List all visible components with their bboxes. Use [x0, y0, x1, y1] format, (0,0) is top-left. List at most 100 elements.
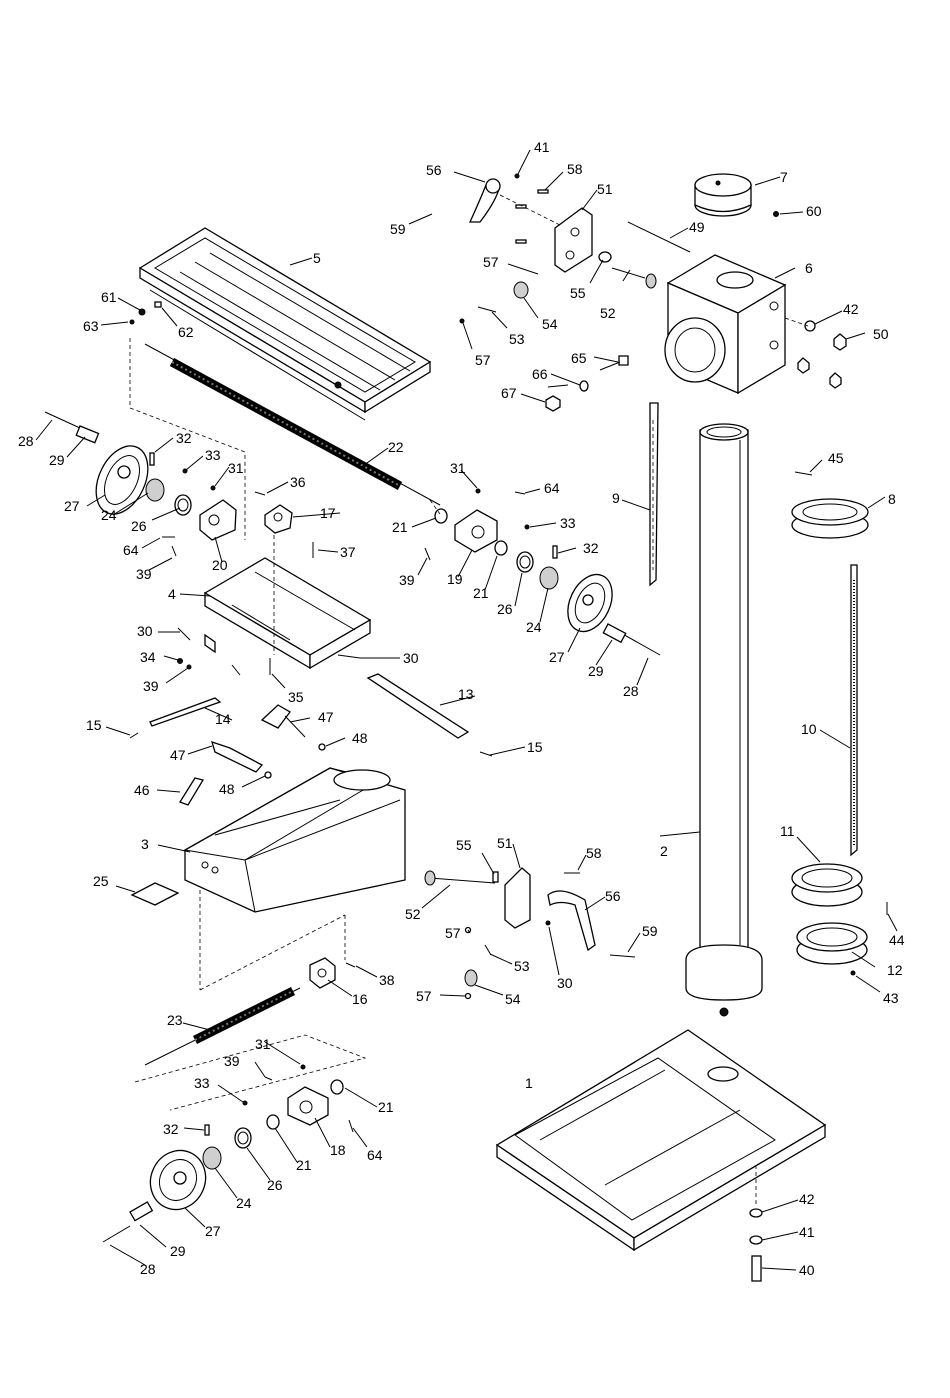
callout-36: 36	[290, 474, 306, 490]
callout-21-upper-right: 21	[473, 585, 489, 601]
alignment-lines	[129, 194, 809, 1205]
callout-24-left: 24	[101, 507, 117, 523]
callout-57-mid: 57	[475, 352, 491, 368]
callout-59-bottom: 59	[642, 923, 658, 939]
part-27-handwheel-bottom	[149, 1149, 207, 1211]
callout-3: 3	[141, 836, 149, 852]
callout-26-bottom: 26	[267, 1177, 283, 1193]
callout-19: 19	[447, 571, 463, 587]
callout-22: 22	[388, 439, 404, 455]
callout-58-top: 58	[567, 161, 583, 177]
callout-39-left-lower: 39	[143, 678, 159, 694]
part-27-handwheel-left	[95, 445, 149, 515]
callout-41-bottom: 41	[799, 1224, 815, 1240]
callout-1: 1	[525, 1075, 533, 1091]
callout-37: 37	[340, 544, 356, 560]
callout-13: 13	[458, 686, 474, 702]
callout-39-bottom: 39	[224, 1053, 240, 1069]
part-17-bracket	[264, 504, 293, 534]
callout-44: 44	[889, 932, 905, 948]
callout-33-left: 33	[205, 447, 221, 463]
callout-39-right: 39	[399, 572, 415, 588]
callout-26-right: 26	[497, 601, 513, 617]
part-51-56-lower-group	[424, 867, 636, 987]
callout-29-bottom: 29	[170, 1243, 186, 1259]
callout-31-bottom: 31	[255, 1036, 271, 1052]
part-2-column	[685, 423, 763, 1017]
part-19-21-24-26-right	[434, 508, 559, 590]
callout-27-bottom: 27	[205, 1223, 221, 1239]
callout-31-left: 31	[228, 460, 244, 476]
part-4-saddle	[203, 557, 372, 670]
callout-27-left: 27	[64, 498, 80, 514]
part-22-x-leadscrew	[144, 343, 441, 506]
callout-62: 62	[178, 324, 194, 340]
callout-67: 67	[501, 385, 517, 401]
callout-39-left-upper: 39	[136, 566, 152, 582]
callout-24-bottom: 24	[236, 1195, 252, 1211]
callout-labels: 1 2 3 4 5 6 7 8 9 10 11 12 13 14 15 15 1…	[18, 139, 905, 1278]
callout-40: 40	[799, 1262, 815, 1278]
callout-49: 49	[689, 219, 705, 235]
callout-27-right: 27	[549, 649, 565, 665]
part-14-gib	[149, 697, 222, 727]
callout-41-top: 41	[534, 139, 550, 155]
callout-15-left: 15	[86, 717, 102, 733]
callout-6: 6	[805, 260, 813, 276]
callout-12: 12	[887, 962, 903, 978]
callout-35: 35	[288, 689, 304, 705]
callout-64-left: 64	[123, 542, 139, 558]
part-51-56-feed-group	[468, 178, 691, 299]
part-9-rack	[649, 402, 659, 587]
callout-32-bottom: 32	[163, 1121, 179, 1137]
callout-53-bottom: 53	[514, 958, 530, 974]
callout-17: 17	[320, 505, 336, 521]
callout-57-lower-a: 57	[445, 925, 461, 941]
callout-28-bottom: 28	[140, 1261, 156, 1277]
callout-33-right: 33	[560, 515, 576, 531]
callout-46: 46	[134, 782, 150, 798]
callout-59-top: 59	[390, 221, 406, 237]
callout-42-bottom: 42	[799, 1191, 815, 1207]
part-6-head	[664, 254, 787, 395]
callout-48-upper: 48	[352, 730, 368, 746]
callout-15-right: 15	[527, 739, 543, 755]
part-8-ring	[791, 498, 869, 539]
part-5-table	[138, 227, 432, 421]
callout-7: 7	[780, 169, 788, 185]
callout-56-top: 56	[426, 162, 442, 178]
callout-47-upper: 47	[318, 709, 334, 725]
callout-57-lower-b: 57	[416, 988, 432, 1004]
callout-32-left: 32	[176, 430, 192, 446]
callout-53-top: 53	[509, 331, 525, 347]
part-23-y-leadscrew	[144, 986, 301, 1066]
part-16-18-21-24-26-bottom	[202, 957, 344, 1170]
callout-51-bottom: 51	[497, 835, 513, 851]
callout-21-lower-b: 21	[296, 1157, 312, 1173]
part-46-47-levers	[179, 704, 306, 806]
callout-31-right: 31	[450, 460, 466, 476]
callout-25: 25	[93, 873, 109, 889]
part-25-plate	[130, 882, 180, 906]
part-3-base-casting	[183, 767, 406, 913]
part-24-26-left	[145, 478, 237, 541]
callout-4: 4	[168, 586, 176, 602]
callout-11: 11	[780, 823, 795, 839]
part-1-base	[495, 1029, 827, 1252]
callout-26-left: 26	[131, 518, 147, 534]
callout-43: 43	[883, 990, 899, 1006]
callout-61: 61	[101, 289, 117, 305]
callout-52-top: 52	[600, 305, 616, 321]
callout-5: 5	[313, 250, 321, 266]
callout-60: 60	[806, 203, 822, 219]
callout-21-upper-left: 21	[392, 519, 408, 535]
part-11-ring	[791, 863, 863, 907]
callout-24-right: 24	[526, 619, 542, 635]
callout-8: 8	[888, 491, 896, 507]
callout-30-right: 30	[403, 650, 419, 666]
callout-45: 45	[828, 450, 844, 466]
callout-9: 9	[612, 490, 620, 506]
callout-2: 2	[660, 843, 668, 859]
callout-42-top: 42	[843, 301, 859, 317]
fasteners	[129, 173, 888, 1282]
